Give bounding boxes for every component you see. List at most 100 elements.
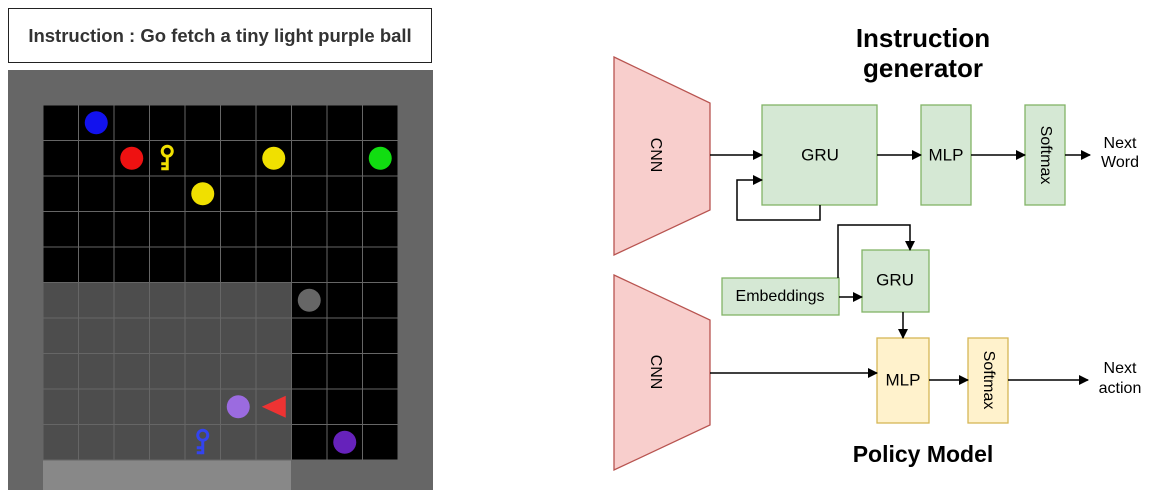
grid-cell [291,388,328,425]
grid-cell [362,246,399,283]
grid-cell [220,175,257,212]
grid-cell [255,317,292,354]
grid-cell [149,175,186,212]
agent-triangle [261,395,286,418]
ball-yellow-2 [191,182,215,206]
grid-cell [220,353,257,390]
instruction-text: Instruction : Go fetch a tiny light purp… [28,24,412,46]
grid-cell [78,424,115,461]
grid-cell [113,104,150,141]
ball-purple [333,430,357,454]
grid-cell [184,104,221,141]
mlp-top-label: MLP [929,145,964,164]
ball-yellow-1 [262,146,286,170]
grid-cell [184,211,221,248]
grid-cell [42,424,79,461]
gru-mid-box [861,249,930,313]
gru-mid-label: GRU [876,270,914,289]
grid-cell [113,175,150,212]
grid-cell [255,175,292,212]
grid-cell [362,388,399,425]
grid-cell [220,424,257,461]
gru-top-box [761,104,878,206]
grid-cell [326,353,363,390]
grid-cell [42,211,79,248]
grid-cell [255,246,292,283]
grid-cell [326,140,363,177]
grid-cell [149,104,186,141]
grid-cell [362,317,399,354]
bottom-strip [43,460,291,490]
section-title-policy-model: Policy Model [853,441,994,467]
grid-cell [326,317,363,354]
grid-cell [113,246,150,283]
grid-cell [78,246,115,283]
grid-cell [42,282,79,319]
ball-light-purple [226,395,250,419]
embeddings-label: Embeddings [736,288,825,305]
grid-cell [362,353,399,390]
grid-cell [291,317,328,354]
softmax-bottom-label: Softmax [980,351,997,410]
grid-cell [326,246,363,283]
ball-blue [84,111,108,135]
grid-cell [149,353,186,390]
ball-red [120,146,144,170]
grid-cell [42,317,79,354]
connectors [710,150,1091,385]
grid-cell [326,175,363,212]
grid-cell [255,282,292,319]
grid-environment [8,70,433,490]
grid-cell [78,388,115,425]
grid-cell [291,140,328,177]
grid-cell [362,104,399,141]
grid-cell [362,175,399,212]
grid-cell [42,140,79,177]
edge-gru-top-recurrent-loop [736,175,821,221]
cnn-bottom-box [613,273,711,472]
embeddings-box [721,277,840,316]
softmax-top-label: Softmax [1037,126,1054,185]
grid-cell [113,388,150,425]
gru-top-label: GRU [801,145,839,164]
grid-cell [184,317,221,354]
grid-cell [113,353,150,390]
grid-cell [184,388,221,425]
grid-cell [291,353,328,390]
grid-cell [78,211,115,248]
grid-cell [220,211,257,248]
grid-cell [291,175,328,212]
grid-cell [184,246,221,283]
grid-cell [220,140,257,177]
grid-cell [42,246,79,283]
grid-cell [149,424,186,461]
grid-cell [78,140,115,177]
grid-cell [255,211,292,248]
grid-cell [291,104,328,141]
grid-cell [184,140,221,177]
grid-cell [326,388,363,425]
grid-cell [220,246,257,283]
grid-cell [291,211,328,248]
key-yellow-icon [160,144,174,171]
grid-cell [362,211,399,248]
grid-cell [220,317,257,354]
edge-gru-top-to-gru-mid [837,224,915,278]
cnn-bottom-label: CNN [647,355,664,390]
grid-cell [184,353,221,390]
grid-cell [326,104,363,141]
grid-cell [149,282,186,319]
mlp-bottom-box [876,337,930,424]
grid-cell [113,424,150,461]
grid-cell [220,282,257,319]
grid-cell [113,211,150,248]
grid-cell [42,175,79,212]
grid-cell [113,282,150,319]
grid-cell [78,282,115,319]
ball-grey [297,288,321,312]
grid-cell [42,388,79,425]
softmax-bottom-box [967,337,1009,424]
grid-cell [42,104,79,141]
